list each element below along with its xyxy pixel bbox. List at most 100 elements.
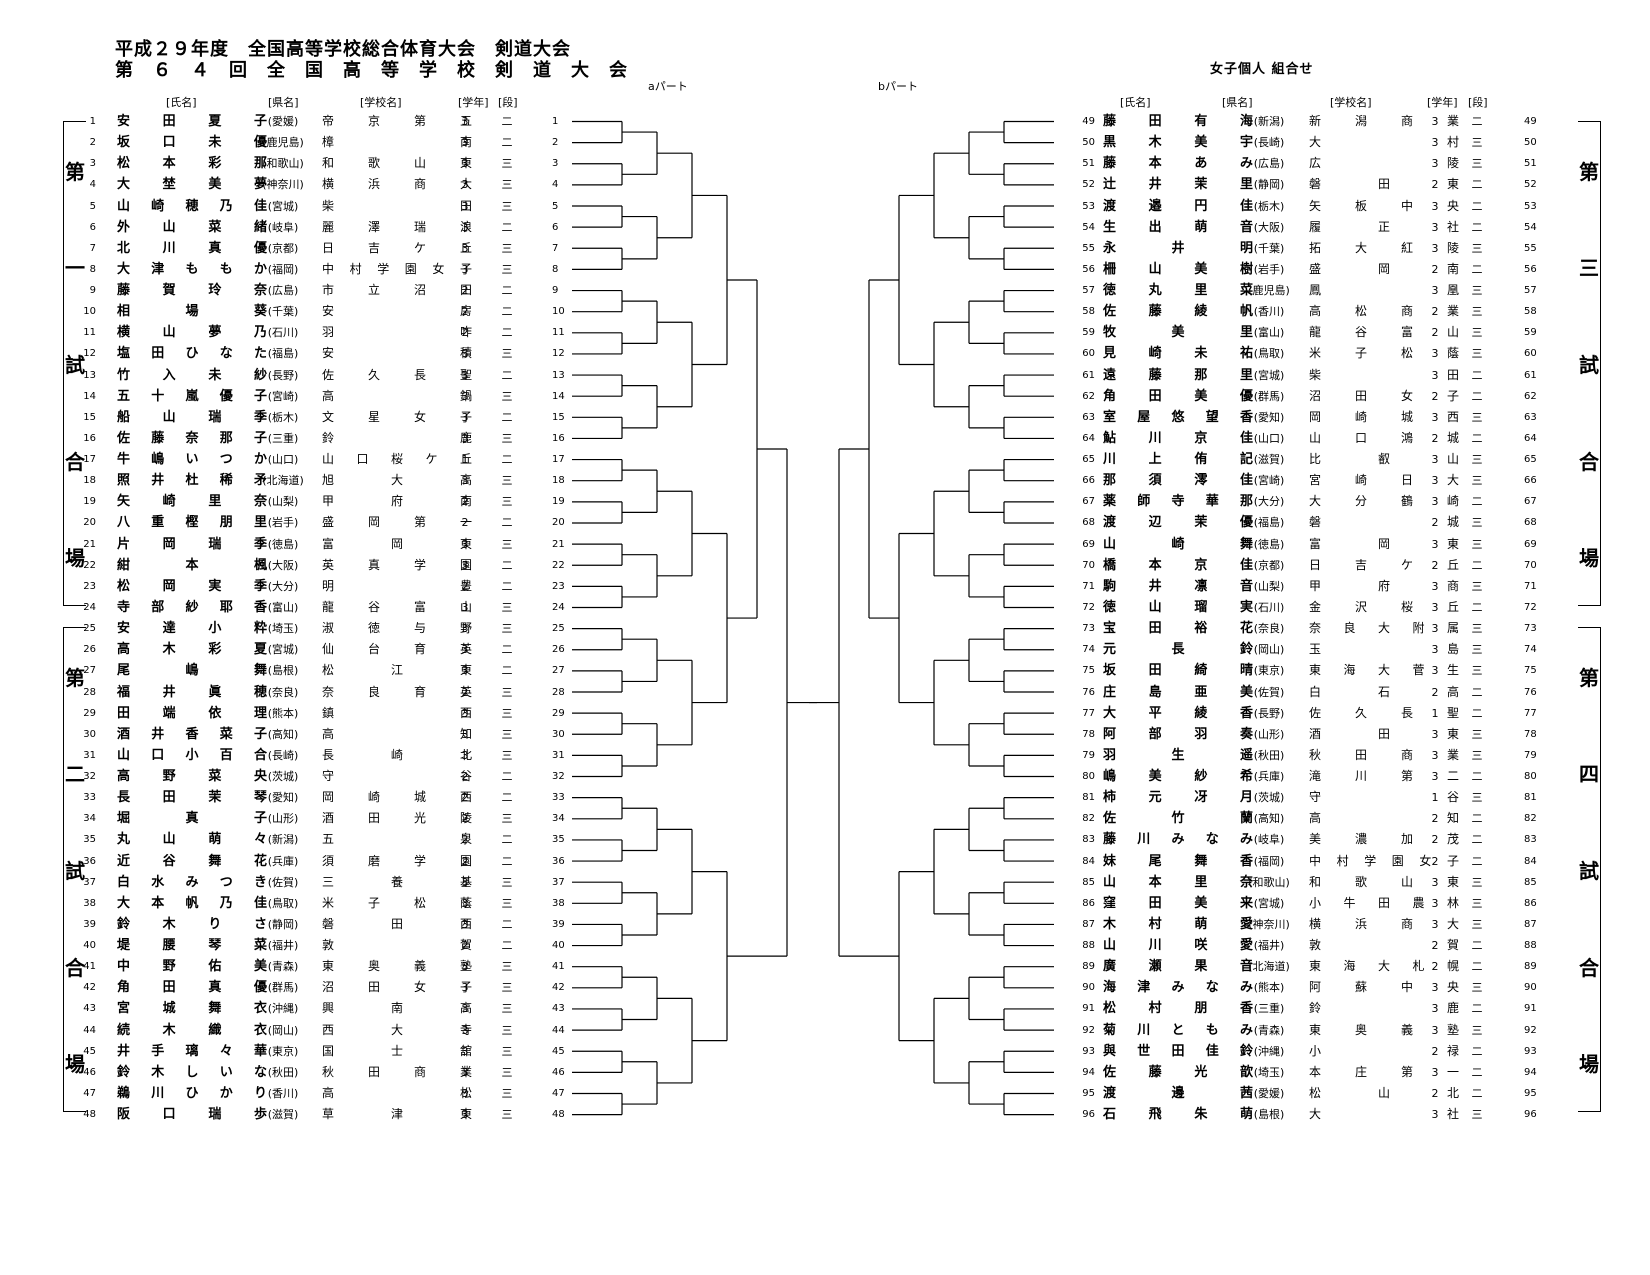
venue-2-box: 第二試合場: [63, 627, 86, 1112]
player-name: 山口小百合: [117, 747, 267, 763]
venue-1-char: 合: [65, 449, 85, 474]
player-name: 山川咲愛: [1103, 938, 1253, 954]
player-dan: 三: [501, 727, 513, 741]
bracket-number: 65: [1524, 454, 1537, 466]
player-school: 鎮西: [322, 705, 472, 720]
player-grade: 3: [461, 1065, 469, 1079]
player-school: 滝川第二: [1309, 769, 1459, 784]
player-prefecture: (栃木): [1253, 199, 1285, 213]
player-school: 東奥義塾: [1309, 1022, 1459, 1037]
entry-number: 21: [83, 538, 96, 550]
player-dan: 二: [1471, 262, 1483, 276]
player-grade: 3: [1431, 537, 1439, 551]
bracket-number: 76: [1524, 686, 1537, 698]
player-prefecture: (長野): [267, 368, 299, 382]
player-prefecture: (佐賀): [1253, 685, 1285, 699]
entry-number: 25: [83, 623, 96, 635]
player-prefecture: (富山): [267, 600, 299, 614]
player-dan: 二: [1471, 199, 1483, 213]
player-prefecture: (石川): [1253, 600, 1285, 614]
player-name: 中野佑美: [117, 959, 267, 975]
player-grade: 3: [461, 600, 469, 614]
player-name: 矢崎里奈: [117, 494, 267, 510]
player-grade: 2: [1431, 939, 1439, 953]
player-grade: 3: [1431, 199, 1439, 213]
col-school-right: [学校名]: [1330, 96, 1372, 109]
entry-number: 33: [83, 792, 96, 804]
entry-number: 29: [83, 707, 96, 719]
player-dan: 三: [501, 1002, 513, 1016]
player-school: 磐城: [1309, 515, 1459, 530]
player-prefecture: (大分): [1253, 495, 1285, 509]
player-prefecture: (京都): [1253, 558, 1285, 572]
player-name: 藤賀玲奈: [117, 283, 267, 299]
bracket-number: 52: [1524, 179, 1537, 191]
player-name: 與世田佳鈴: [1103, 1043, 1253, 1059]
player-dan: 二: [1471, 854, 1483, 868]
bracket-number: 53: [1524, 200, 1537, 212]
bracket-number: 3: [552, 158, 559, 170]
bracket-number: 85: [1524, 876, 1537, 888]
entry-number: 36: [83, 855, 96, 867]
player-grade: 3: [1431, 347, 1439, 361]
entry-number: 49: [1082, 116, 1095, 127]
entry-number: 6: [89, 221, 96, 233]
bracket-number: 58: [1524, 306, 1537, 318]
player-dan: 三: [501, 1023, 513, 1037]
player-prefecture: (徳島): [1253, 537, 1285, 551]
venue-4-char: 四: [1579, 762, 1599, 787]
entry-number: 81: [1082, 792, 1095, 804]
player-grade: 3: [1431, 1108, 1439, 1122]
bracket-number: 80: [1524, 771, 1537, 783]
player-prefecture: (大分): [267, 579, 299, 593]
venue-4-char: 場: [1579, 1052, 1599, 1077]
player-school: 大社: [1309, 1107, 1459, 1122]
player-school: 安積: [322, 346, 472, 361]
entry-number: 67: [1082, 496, 1095, 508]
entry-number: 5: [89, 200, 96, 212]
player-prefecture: (熊本): [1253, 981, 1285, 995]
venue-1-char: 第: [65, 159, 85, 184]
bracket-number: 40: [552, 940, 565, 952]
player-dan: 二: [501, 220, 513, 234]
player-dan: 三: [1471, 917, 1483, 931]
player-grade: 2: [461, 495, 469, 509]
player-dan: 三: [1471, 981, 1483, 995]
player-name: 五十嵐優子: [117, 388, 267, 404]
bracket-number: 38: [552, 897, 565, 909]
venue-3-char: 第: [1579, 159, 1599, 184]
player-school: 仙台育英: [322, 642, 472, 657]
entry-number: 73: [1082, 623, 1095, 635]
venue-2-char: 合: [65, 955, 85, 980]
player-grade: 2: [461, 284, 469, 298]
player-prefecture: (石川): [267, 326, 299, 340]
bracket-number: 48: [552, 1109, 565, 1121]
bracket-number: 11: [552, 327, 565, 339]
player-name: 相場葵: [117, 304, 267, 320]
player-prefecture: (静岡): [267, 917, 299, 931]
venue-2-char: 第: [65, 665, 85, 690]
player-dan: 二: [1471, 1086, 1483, 1100]
player-prefecture: (長野): [1253, 706, 1285, 720]
entry-number: 84: [1082, 855, 1095, 867]
bracket-number: 79: [1524, 749, 1537, 761]
player-school: 秋田商業: [322, 1064, 472, 1079]
player-dan: 三: [501, 431, 513, 445]
player-grade: 2: [1431, 812, 1439, 826]
player-name: 高木彩夏: [117, 642, 267, 658]
player-school: 阿蘇中央: [1309, 980, 1459, 995]
player-prefecture: (青森): [267, 960, 299, 974]
player-name: 堤腰琴菜: [117, 938, 267, 954]
player-dan: 二: [1471, 1002, 1483, 1016]
player-school: 淑徳与野: [322, 621, 472, 636]
bracket-number: 1: [552, 116, 559, 127]
